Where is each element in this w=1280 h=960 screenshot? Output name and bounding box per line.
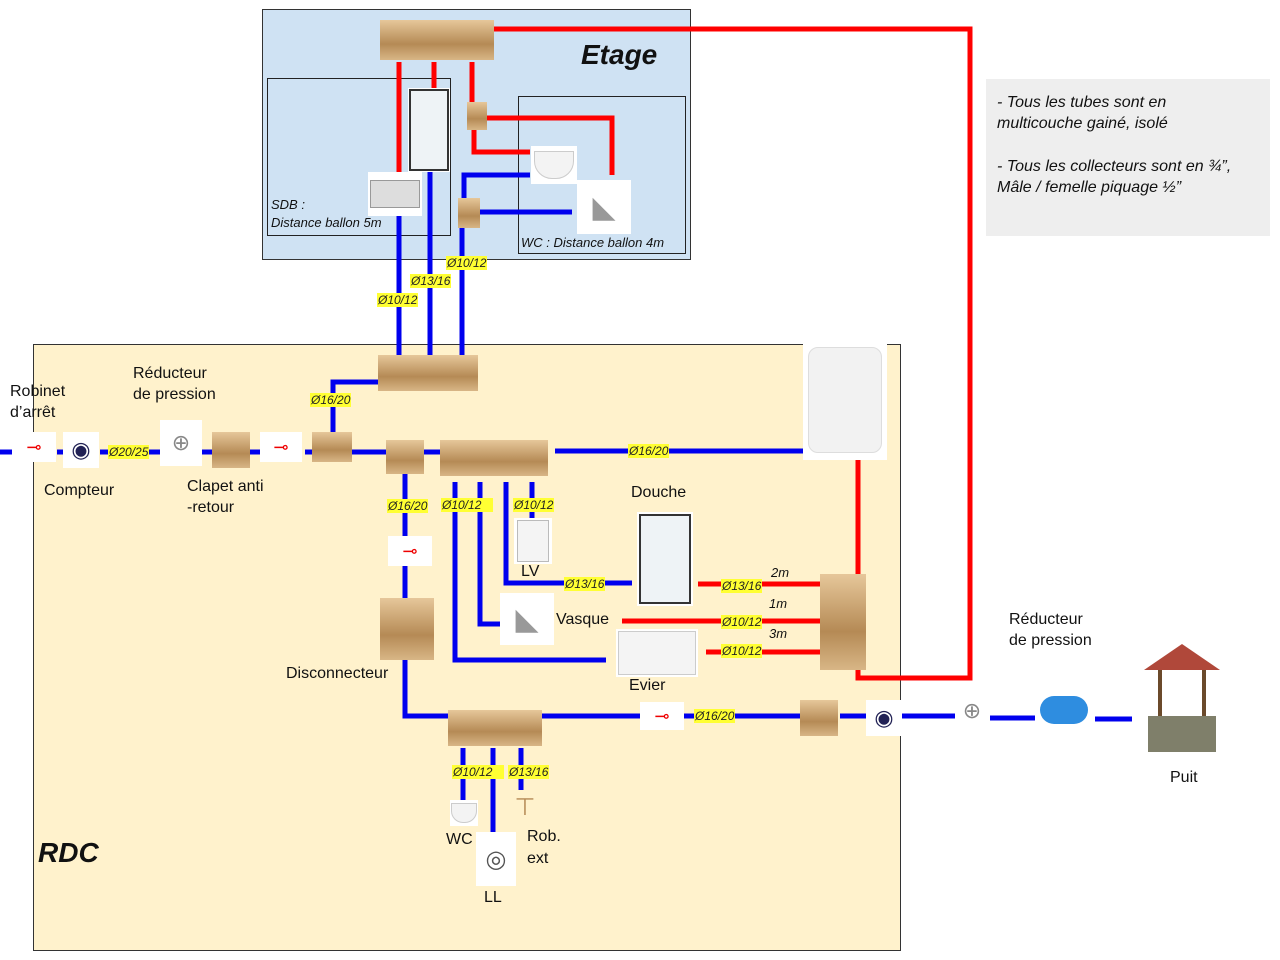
pump-tank-icon (1036, 684, 1092, 736)
note-line-1: - Tous les tubes sont en (997, 94, 1167, 111)
vasque-rdc-icon: ◣ (500, 593, 554, 645)
diameter-evier-hot: Ø10/12 (721, 644, 763, 658)
wc-toilet-etage-icon (531, 146, 577, 184)
note-line-2: multicouche gainé, isolé (997, 115, 1168, 132)
label-rob-ext-1: Rob. (527, 828, 561, 845)
notes-box (986, 79, 1270, 236)
diameter-lv-cold: Ø10/12 (513, 498, 555, 512)
label-clapet-2: -retour (187, 499, 235, 516)
wc-toilet-rdc-icon (450, 800, 478, 826)
water-meter-icon: ◉ (866, 700, 902, 736)
pressure-reducer-icon: ⊕ (160, 420, 202, 466)
rdc-title: RDC (38, 837, 99, 868)
ball-valve-icon: ⊸ (260, 432, 302, 462)
diameter-vasque-hot: Ø10/12 (721, 615, 763, 629)
label-reducteur-1: Réducteur (133, 365, 207, 382)
hot-pipe-wc-lavabo (486, 115, 615, 175)
note-line-4: Mâle / femelle piquage ½” (997, 179, 1182, 196)
cold-pipe-etage-wc (461, 172, 572, 215)
cold-pipe-evier (452, 482, 606, 663)
rdc-hot-manifold (820, 574, 866, 670)
label-puit: Puit (1170, 769, 1198, 786)
disconnecteur-icon (380, 598, 434, 660)
length-vasque: 1m (769, 596, 788, 611)
diameter-to-etage-collector: Ø16/20 (310, 393, 352, 407)
label-robinet-arret-2: d’arrêt (10, 404, 56, 421)
label-rob-ext-2: ext (527, 850, 549, 867)
garden-tap-icon: ⊤ (514, 793, 536, 821)
diameter-to-ballon: Ø16/20 (628, 444, 670, 458)
cold-pipe-to-etage-collector (330, 379, 382, 438)
sdb-label-2: Distance ballon 5m (271, 215, 382, 230)
tee-fitting-icon (458, 198, 480, 228)
water-meter-icon: ◉ (63, 432, 99, 468)
label-robinet-arret-1: Robinet (10, 383, 66, 400)
diameter-etage-wc: Ø10/12 (446, 256, 488, 270)
diameter-main-inlet: Ø20/25 (108, 445, 150, 459)
cold-pipe-well-line (540, 713, 1132, 722)
dishwasher-lv-icon (514, 518, 552, 564)
etage-hot-manifold (380, 20, 494, 60)
check-valve-icon (800, 700, 838, 736)
diameter-well-line: Ø16/20 (694, 709, 736, 723)
label-douche: Douche (631, 484, 687, 501)
washing-machine-ll-icon: ◎ (476, 832, 516, 886)
label-ll: LL (484, 889, 502, 906)
diameter-evier-cold: Ø10/12 (441, 498, 493, 512)
cold-pipe-vasque (477, 482, 500, 627)
etage-cold-manifold (378, 355, 478, 391)
label-lv: LV (521, 563, 540, 580)
diameter-etage-sdb-vasque: Ø10/12 (377, 293, 419, 307)
label-reducteur-puit-1: Réducteur (1009, 611, 1083, 628)
ball-valve-icon: ⊸ (388, 536, 432, 566)
diameter-etage-sdb-douche: Ø13/16 (410, 274, 452, 288)
label-compteur: Compteur (44, 482, 115, 499)
shower-etage-icon (408, 88, 450, 172)
water-heater-ballon (803, 340, 887, 460)
sdb-basin-icon (368, 172, 422, 216)
rdc-exterior-manifold (448, 710, 542, 746)
ball-valve-icon: ⊸ (640, 702, 684, 730)
diameter-douche-cold: Ø13/16 (564, 577, 606, 591)
label-vasque: Vasque (556, 611, 610, 628)
etage-title: Etage (581, 39, 658, 70)
diameter-rob-ext: Ø13/16 (508, 765, 550, 779)
length-evier: 3m (769, 626, 788, 641)
shower-rdc-icon (637, 512, 693, 606)
diameter-douche-hot: Ø13/16 (721, 579, 763, 593)
cold-water-pipes (0, 170, 1132, 832)
tee-fitting-icon (386, 440, 424, 474)
label-clapet-1: Clapet anti (187, 478, 264, 495)
evier-icon (616, 629, 698, 677)
check-valve-icon (212, 432, 250, 468)
sdb-room-box (267, 78, 451, 236)
label-evier: Evier (629, 677, 666, 694)
wc-lavabo-etage-icon: ◣ (577, 180, 631, 234)
pressure-reducer-icon: ⊕ (955, 690, 989, 732)
well-puit-icon (1138, 640, 1226, 758)
tee-fitting-icon (467, 102, 487, 130)
tee-fitting-icon (312, 432, 352, 462)
note-line-3: - Tous les collecteurs sont en ¾”, (997, 158, 1232, 175)
diameter-to-disconnecteur: Ø16/20 (387, 499, 429, 513)
sdb-label-1: SDB : (271, 197, 305, 212)
stop-valve-icon: ⊸ (12, 432, 56, 462)
diameter-wc-rdc: Ø10/12 (452, 765, 504, 779)
label-reducteur-2: de pression (133, 386, 216, 403)
length-douche: 2m (771, 565, 790, 580)
hot-pipe-wc-toilet (471, 128, 530, 155)
rdc-main-manifold (440, 440, 548, 476)
label-reducteur-puit-2: de pression (1009, 632, 1092, 649)
label-disconnecteur: Disconnecteur (286, 665, 389, 682)
label-wc-rdc: WC (446, 831, 473, 848)
wc-label: WC : Distance ballon 4m (521, 235, 665, 250)
